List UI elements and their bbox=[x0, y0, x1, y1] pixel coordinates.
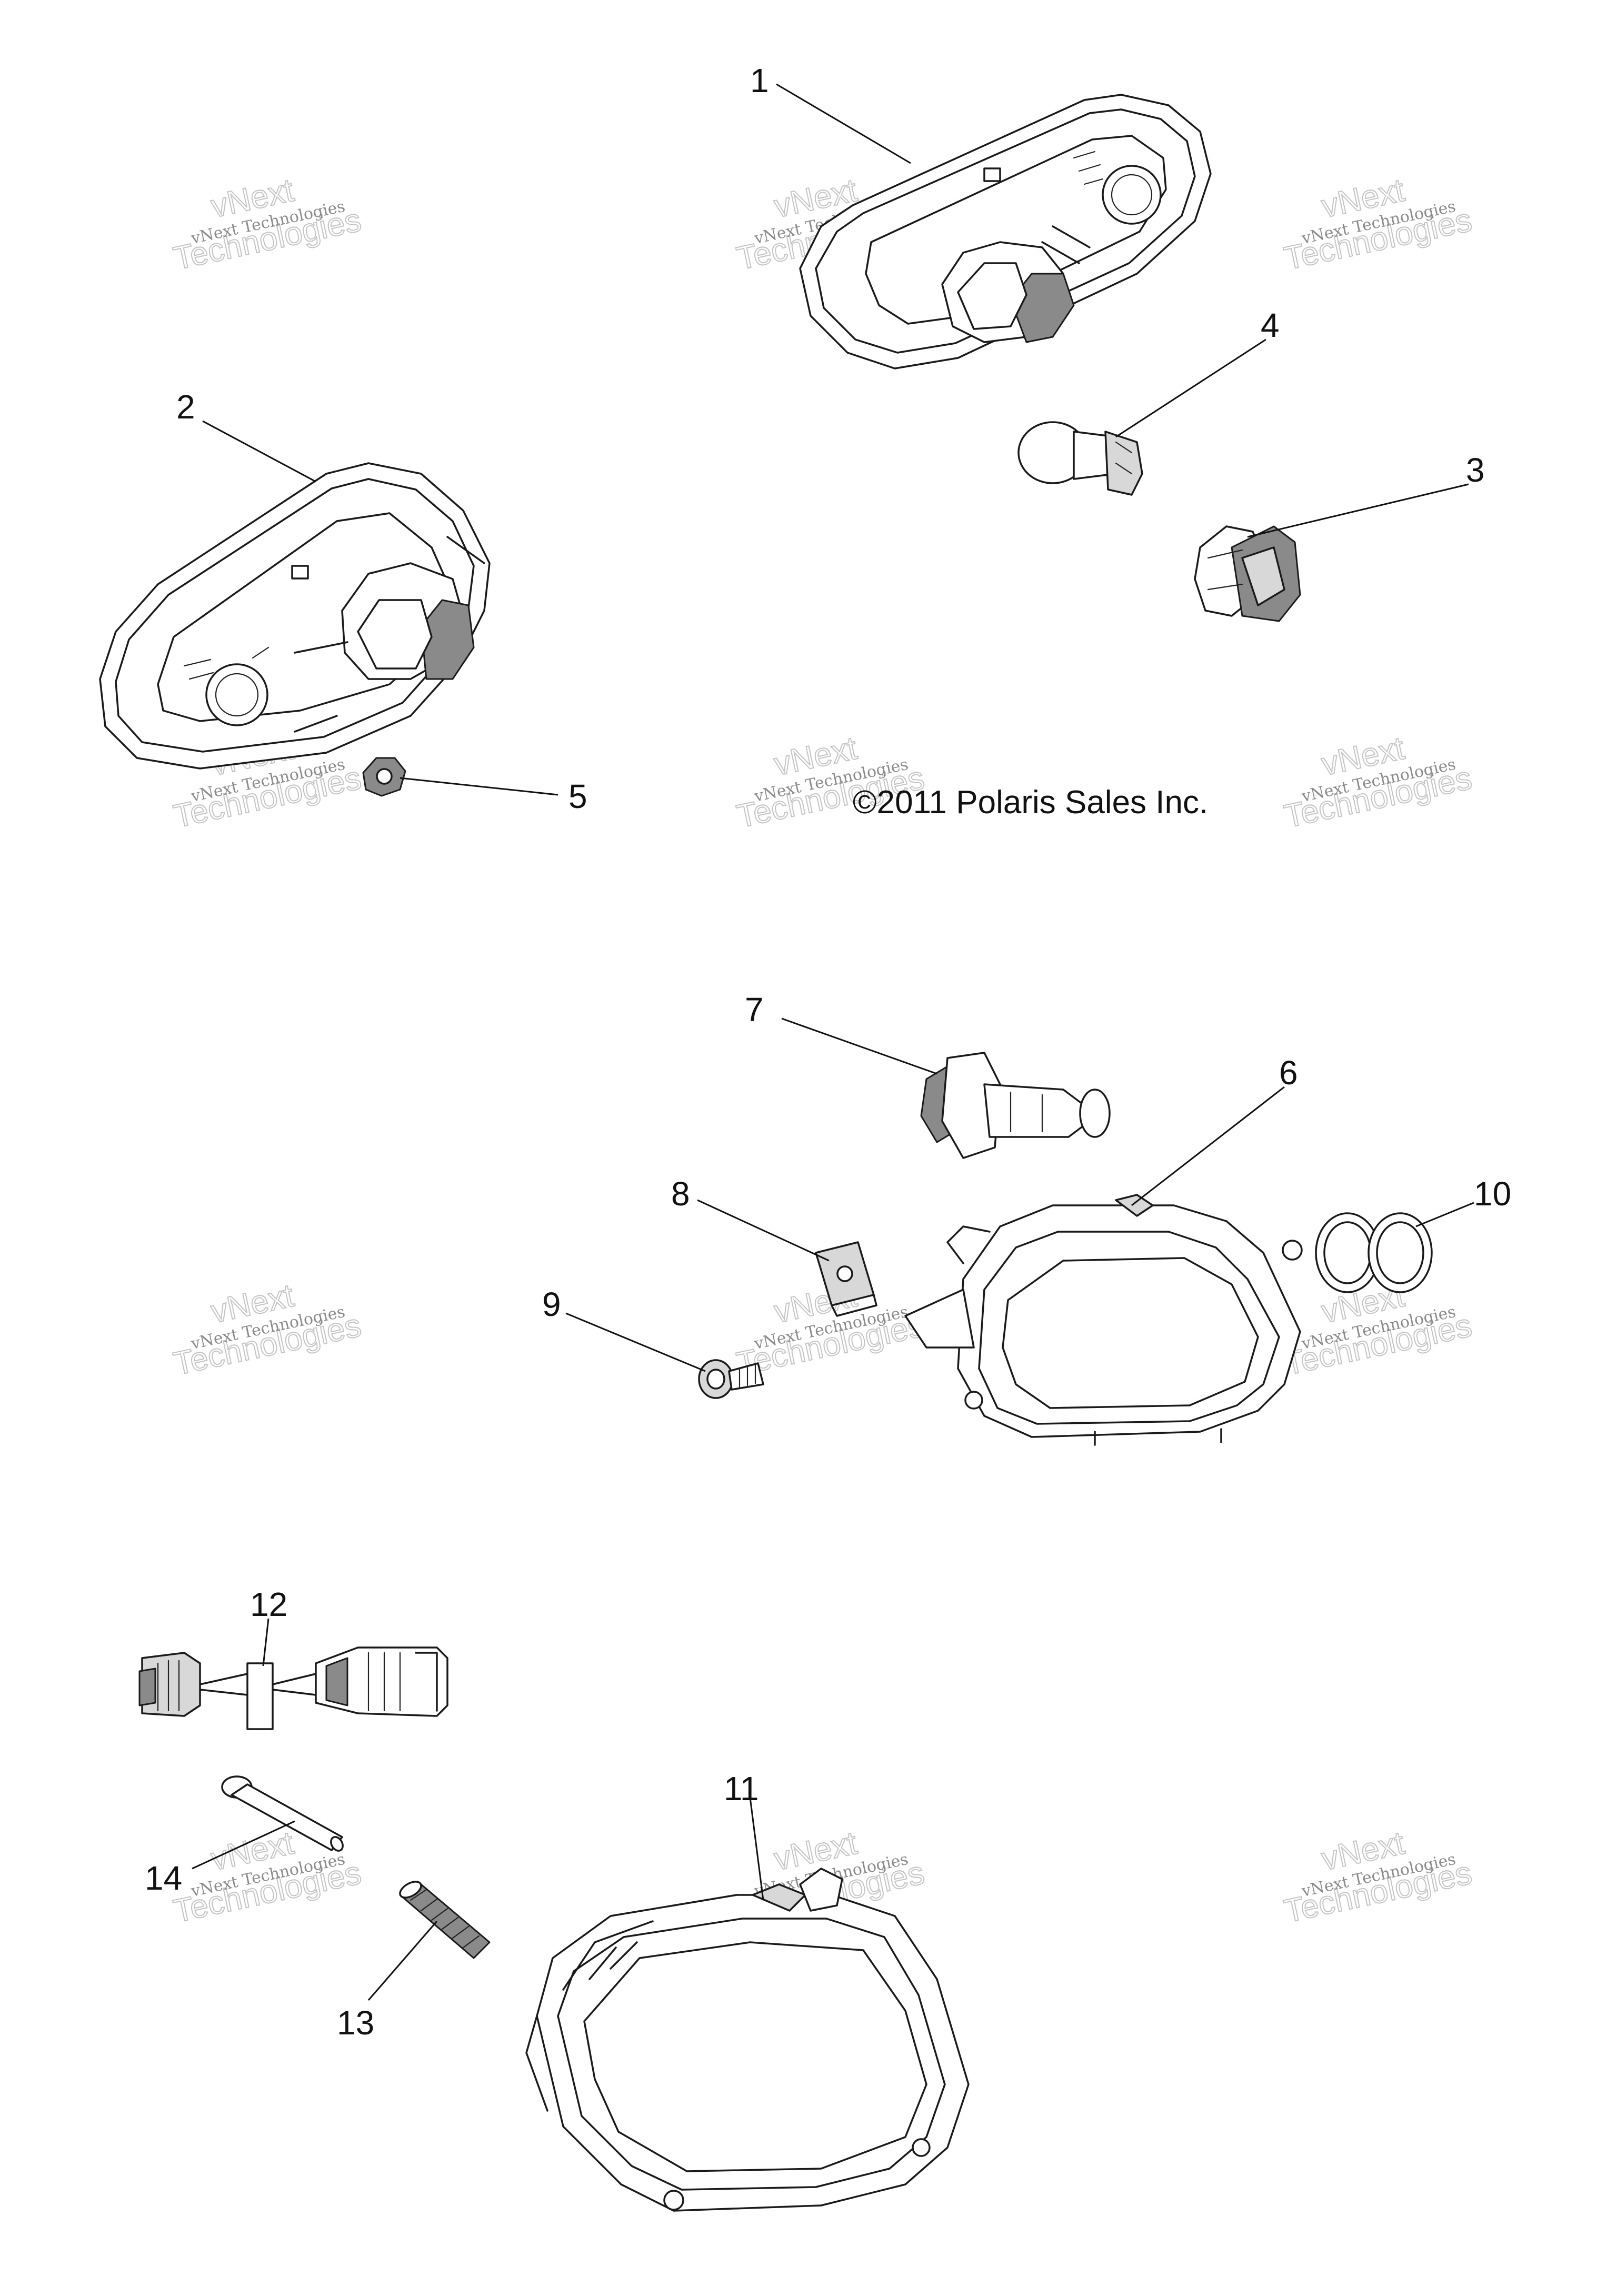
callout-10: 10 bbox=[1474, 1175, 1511, 1213]
watermark: vNext Technologies vNext Technologies bbox=[1281, 1277, 1475, 1383]
part-7-headlight-bulb bbox=[920, 1052, 1111, 1159]
part-8-clip bbox=[815, 1241, 877, 1317]
part-3-socket bbox=[1194, 525, 1301, 622]
part-13-spring bbox=[399, 1881, 491, 1959]
callout-6: 6 bbox=[1279, 1054, 1298, 1092]
callout-3: 3 bbox=[1466, 451, 1485, 489]
part-2-tail-light bbox=[99, 462, 491, 770]
watermark: vNext Technologies vNext Technologies bbox=[170, 1277, 365, 1383]
part-5-nut bbox=[362, 757, 406, 797]
watermark: vNext Technologies vNext Technologies bbox=[1281, 172, 1475, 277]
part-4-bulb bbox=[1017, 421, 1143, 496]
callout-12: 12 bbox=[250, 1585, 287, 1623]
callout-1: 1 bbox=[750, 62, 769, 99]
callout-13: 13 bbox=[337, 2004, 374, 2042]
part-11-headlight-assembly bbox=[525, 1868, 970, 2212]
callout-8: 8 bbox=[671, 1175, 690, 1213]
callout-7: 7 bbox=[745, 991, 764, 1029]
callout-5: 5 bbox=[568, 777, 587, 815]
watermark: vNext Technologies vNext Technologies bbox=[170, 172, 365, 277]
part-6-headlight bbox=[904, 1194, 1303, 1446]
watermark: vNext Technologies vNext Technologies bbox=[1281, 1824, 1475, 1930]
callout-11: 11 bbox=[724, 1770, 758, 1808]
callout-9: 9 bbox=[542, 1285, 561, 1323]
part-14-pin bbox=[221, 1775, 344, 1852]
part-9-screw bbox=[698, 1359, 764, 1399]
watermark: vNext Technologies vNext Technologies bbox=[170, 1824, 365, 1930]
copyright-notice: ©2011 Polaris Sales Inc. bbox=[853, 784, 1208, 821]
callout-labels: 1 2 3 4 5 6 7 8 9 10 11 12 13 14 bbox=[145, 62, 1511, 2042]
part-10-o-rings bbox=[1315, 1212, 1433, 1293]
callout-2: 2 bbox=[176, 388, 195, 426]
callout-4: 4 bbox=[1261, 306, 1280, 344]
callout-14: 14 bbox=[145, 1859, 182, 1897]
part-1-tail-light bbox=[799, 94, 1212, 370]
watermark: vNext Technologies vNext Technologies bbox=[1281, 730, 1475, 835]
part-12-harness bbox=[138, 1646, 448, 1730]
leader-lines bbox=[192, 83, 1474, 2001]
